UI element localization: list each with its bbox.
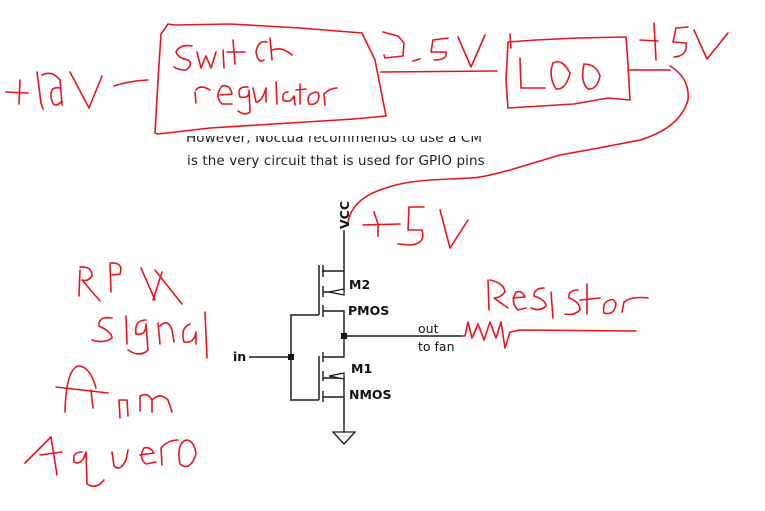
gate-tie-wire bbox=[290, 314, 319, 401]
ink-ldo-to-vcc-wire bbox=[347, 65, 689, 223]
m1-body-wire bbox=[323, 377, 345, 397]
m1-drain-wire bbox=[323, 336, 345, 358]
nmos-transistor-m1 bbox=[318, 336, 345, 432]
ink-ldo-output-voltage bbox=[639, 22, 729, 61]
pmos-transistor-m2 bbox=[318, 265, 345, 336]
m2-body-arrow-icon bbox=[328, 288, 345, 296]
ground-icon bbox=[331, 431, 357, 445]
ink-intermediate-voltage bbox=[382, 31, 486, 68]
ink-ldo-tick bbox=[509, 33, 512, 49]
input-node-dot bbox=[288, 354, 294, 360]
m1-type-label: NMOS bbox=[349, 387, 392, 402]
ink-resistor-symbol bbox=[461, 321, 637, 349]
cmos-inverter-schematic: VCC M2 PMOS M1 NMOS in out to fan bbox=[233, 201, 462, 445]
ink-switch-label bbox=[173, 37, 293, 71]
doc-text-line-1: However, Noctua recommends to use a CM bbox=[186, 136, 483, 146]
ink-rpm-note bbox=[24, 262, 208, 488]
m1-body-arrow-icon bbox=[328, 372, 345, 380]
m2-drain-wire bbox=[323, 310, 345, 336]
m2-body-wire bbox=[323, 271, 345, 293]
m2-name-label: M2 bbox=[349, 277, 370, 292]
doc-text-line-2: is the very circuit that is used for GPI… bbox=[187, 153, 485, 169]
ink-annotations bbox=[5, 22, 729, 488]
ink-resistor-label bbox=[487, 279, 649, 319]
ink-switch-regulator-box bbox=[154, 23, 387, 135]
output-label: out bbox=[418, 321, 439, 336]
vcc-wire bbox=[322, 230, 345, 272]
m1-source-wire bbox=[323, 396, 345, 432]
ink-vcc-voltage bbox=[362, 206, 469, 249]
ink-ldo-label bbox=[519, 57, 601, 90]
ink-regulator-label bbox=[194, 81, 338, 115]
m1-name-label: M1 bbox=[351, 361, 372, 376]
input-label: in bbox=[233, 349, 246, 364]
output-sublabel: to fan bbox=[418, 339, 455, 354]
ink-ldo-box bbox=[505, 36, 631, 109]
m2-type-label: PMOS bbox=[348, 303, 389, 318]
ink-intermediate-wire bbox=[380, 70, 498, 73]
doc-text-line-1-clipped: However, Noctua recommends to use a CM bbox=[186, 136, 486, 148]
ink-input-voltage bbox=[5, 71, 149, 110]
